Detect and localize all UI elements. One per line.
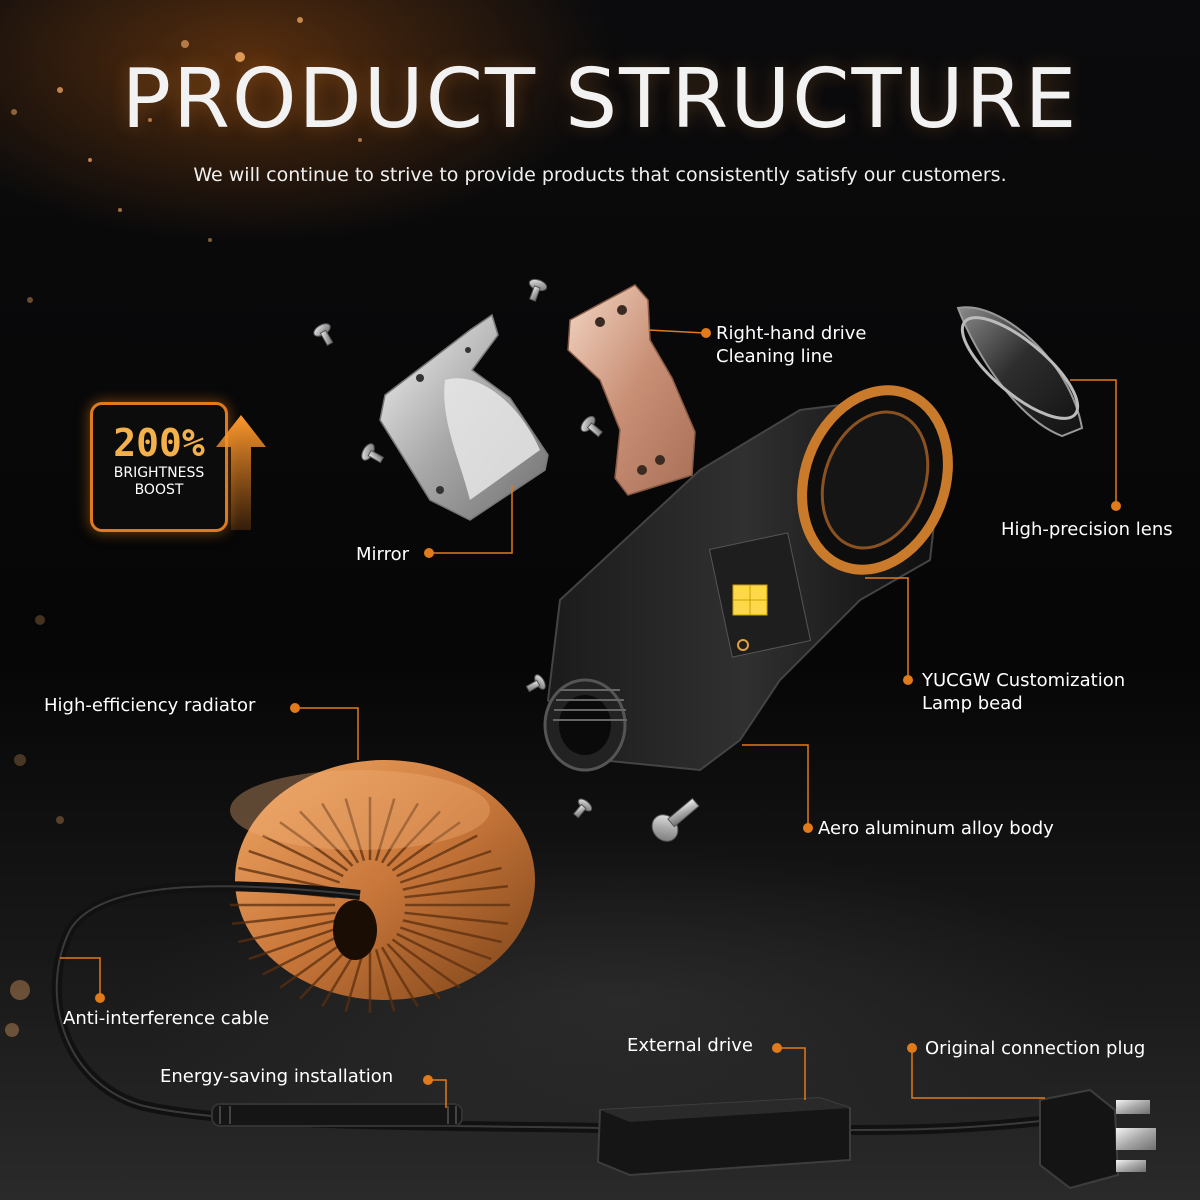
radiator-fin — [404, 911, 509, 925]
page-subtitle: We will continue to strive to provide pr… — [193, 164, 1007, 186]
radiator-fin — [380, 946, 419, 1008]
page-title: PRODUCT STRUCTURE — [121, 52, 1079, 147]
radiator-fin — [374, 798, 396, 862]
callout-mirror: Mirror — [356, 544, 410, 565]
up-arrow-icon — [216, 415, 266, 530]
external-drive-box — [596, 1096, 851, 1177]
sparkle-particles — [5, 17, 362, 1037]
callout-energy-saving: Energy-saving installation — [160, 1066, 394, 1087]
radiator-fin — [248, 926, 341, 961]
radiator-fin — [238, 919, 338, 944]
radiator-fin — [248, 849, 341, 884]
radiator-fin — [404, 885, 509, 899]
radiator-fin — [386, 810, 441, 867]
callout-radiator: High-efficiency radiator — [44, 695, 256, 716]
radiator-fin — [279, 821, 349, 872]
radiator-fin — [396, 932, 478, 976]
lens — [956, 306, 1084, 438]
badge-line-2: BOOST — [134, 482, 184, 498]
connection-plug — [1039, 1088, 1156, 1190]
radiator-fin — [386, 943, 441, 1000]
radiator-fin — [344, 798, 366, 862]
callout-external-drive: External drive — [627, 1035, 753, 1056]
radiator — [230, 760, 535, 1013]
radiator-fin — [380, 802, 419, 864]
radiator-fin — [402, 866, 502, 891]
callout-cable: Anti-interference cable — [63, 1008, 270, 1029]
radiator-fin — [399, 926, 492, 961]
threaded-base — [543, 678, 627, 772]
radiator-fin — [262, 932, 344, 976]
radiator-fin — [231, 911, 336, 925]
cable-assembly — [51, 881, 1051, 1136]
radiator-fin — [344, 948, 366, 1012]
leader-dots — [95, 328, 1121, 1085]
badge-line-1: BRIGHTNESS — [113, 465, 205, 481]
radiator-fin — [402, 919, 502, 944]
callout-right-hand-drive: Right-hand drive Cleaning line — [716, 322, 866, 368]
callout-right-hand-drive-line-2: Cleaning line — [716, 346, 834, 367]
radiator-fin — [391, 821, 461, 872]
radiator-fin — [262, 834, 344, 878]
lamp-body — [543, 385, 953, 772]
badge-value: 200% — [113, 421, 205, 465]
radiator-fin — [299, 810, 354, 867]
radiator-fin — [391, 938, 461, 989]
callout-connection-plug: Original connection plug — [925, 1038, 1146, 1059]
brightness-badge: 200% BRIGHTNESS BOOST — [90, 402, 228, 532]
callout-body: Aero aluminum alloy body — [818, 818, 1054, 839]
radiator-fin — [279, 938, 349, 989]
leader-lines — [60, 329, 1117, 1108]
cleaning-plate — [567, 284, 696, 496]
radiator-fin — [238, 866, 338, 891]
radiator-fin — [399, 849, 492, 884]
callout-lamp-bead-line-2: Lamp bead — [922, 693, 1023, 714]
radiator-fin — [396, 834, 478, 878]
mirror-bracket — [379, 313, 549, 521]
callout-lamp-bead: YUCGW Customization Lamp bead — [922, 669, 1125, 715]
callout-lamp-bead-line-1: YUCGW Customization — [922, 670, 1126, 691]
callout-right-hand-drive-line-1: Right-hand drive — [716, 323, 867, 344]
radiator-fin — [374, 948, 396, 1012]
radiator-fin — [321, 802, 360, 864]
callout-high-precision-lens: High-precision lens — [1001, 519, 1173, 540]
